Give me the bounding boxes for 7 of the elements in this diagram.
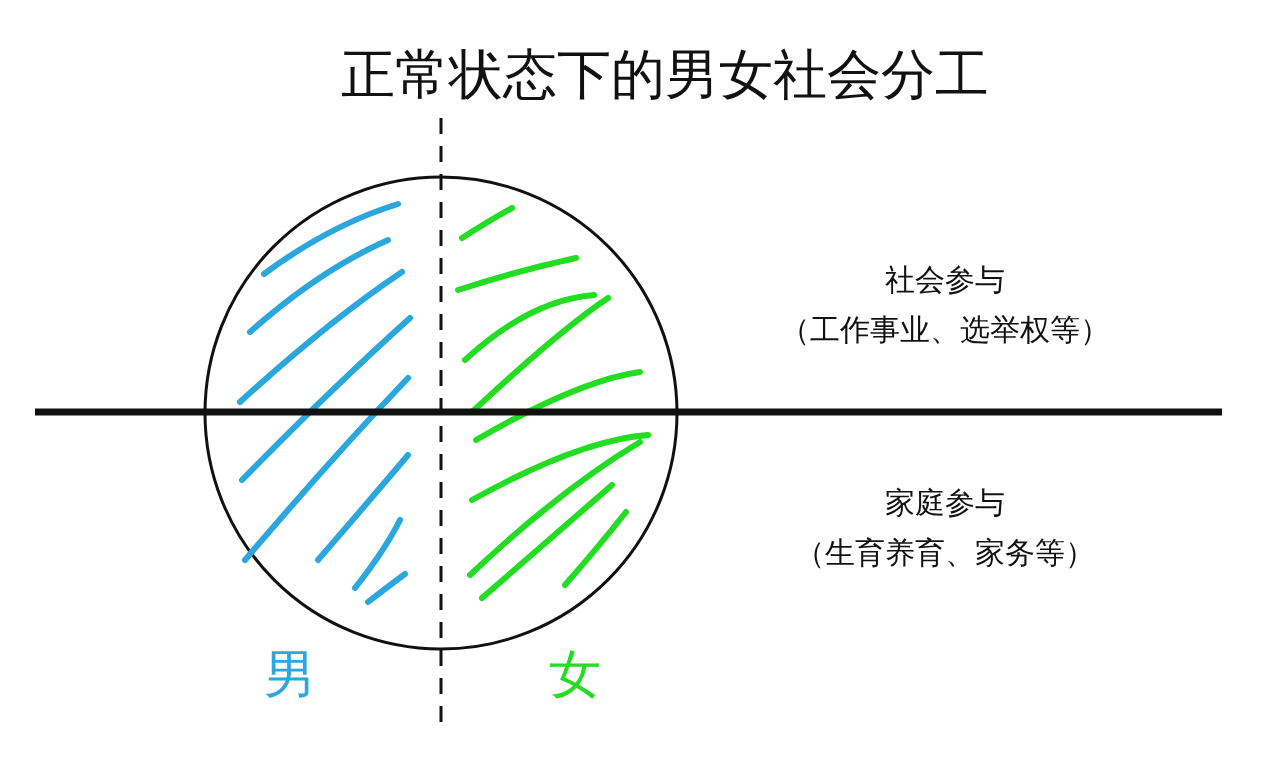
gender-label: 女	[549, 643, 601, 706]
section-label: 家庭参与	[885, 483, 1005, 522]
section-note: （工作事业、选举权等）	[780, 310, 1110, 349]
title: 正常状态下的男女社会分工	[341, 41, 989, 108]
gender-label: 男	[264, 643, 316, 706]
section-label: 社会参与	[885, 260, 1005, 299]
section-note: （生育养育、家务等）	[795, 533, 1095, 572]
